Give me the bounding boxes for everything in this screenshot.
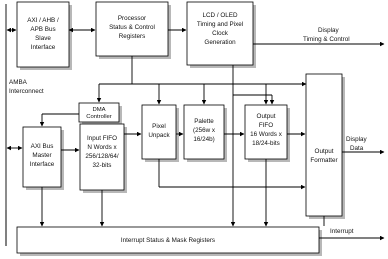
dma-controller-block: DMA Controller (78, 102, 122, 125)
output-formatter-label-2: Formatter (310, 157, 337, 164)
lcd-timing-block: LCD / OLED Timing and Pixel Clock Genera… (186, 1, 256, 68)
processor-label-3: Registers (119, 33, 146, 40)
axi-master-label-3: Interface (30, 161, 55, 168)
output-fifo-label-4: 18/24-bits (252, 140, 280, 147)
display-data-label-1: Display (346, 136, 367, 143)
output-fifo-block: Output FIFO 16 Words x 18/24-bits (244, 104, 290, 162)
input-fifo-block: Input FIFO N Words x 256/128/64/ 32-bits (79, 123, 127, 193)
lcd-label-4: Generation (204, 39, 236, 46)
input-fifo-label-3: 256/128/64/ (85, 153, 119, 160)
dma-label-2: Controller (86, 114, 112, 120)
palette-label-2: (256w x (193, 127, 216, 134)
palette-label-3: 16/24b) (193, 136, 214, 143)
input-fifo-label-2: N Words x (87, 144, 117, 151)
interrupt-label: Interrupt (330, 228, 354, 235)
lcd-label-3: Clock (212, 30, 229, 37)
output-formatter-block: Output Formatter (305, 73, 345, 219)
input-fifo-label-4: 32-bits (93, 162, 112, 169)
axi-slave-label-1: AXI / AHB / (27, 17, 59, 24)
interrupt-registers-block: Interrupt Status & Mask Registers (16, 226, 322, 256)
axi-slave-label-4: Interface (31, 44, 56, 51)
lcd-label-2: Timing and Pixel (197, 21, 243, 28)
output-fifo-label-2: FIFO (259, 122, 273, 129)
connections (5, 27, 385, 246)
axi-master-label-1: AXI Bus (31, 143, 54, 150)
pixel-unpack-label-1: Pixel (152, 123, 166, 130)
dma-label-1: DMA (92, 107, 105, 113)
amba-label-2: Interconnect (9, 88, 44, 95)
lcd-label-1: LCD / OLED (203, 12, 238, 19)
display-timing-label-2: Timing & Control (303, 36, 350, 43)
output-formatter-label-1: Output (315, 148, 334, 155)
amba-label-1: AMBA (9, 79, 28, 86)
display-timing-label-1: Display (318, 27, 339, 34)
axi-slave-interface-block: AXI / AHB / APB Bus Slave Interface (16, 1, 72, 70)
axi-master-interface-block: AXI Bus Master Interface (22, 126, 64, 190)
output-fifo-label-1: Output (257, 113, 276, 120)
pixel-unpack-block: Pixel Unpack (141, 104, 179, 162)
display-data-label-2: Data (350, 145, 364, 152)
processor-label-2: Status & Control (109, 24, 155, 31)
palette-block: Palette (256w x 16/24b) (183, 104, 227, 162)
axi-master-label-2: Master (32, 152, 51, 159)
pixel-unpack-label-2: Unpack (148, 132, 170, 139)
input-fifo-label-1: Input FIFO (87, 135, 117, 142)
axi-slave-label-2: APB Bus (30, 26, 55, 33)
palette-label-1: Palette (194, 118, 214, 125)
output-fifo-label-3: 16 Words x (250, 131, 283, 138)
processor-label-1: Processor (118, 15, 146, 22)
processor-registers-block: Processor Status & Control Registers (95, 1, 171, 59)
interrupt-registers-label: Interrupt Status & Mask Registers (121, 237, 215, 244)
axi-slave-label-3: Slave (35, 35, 51, 42)
